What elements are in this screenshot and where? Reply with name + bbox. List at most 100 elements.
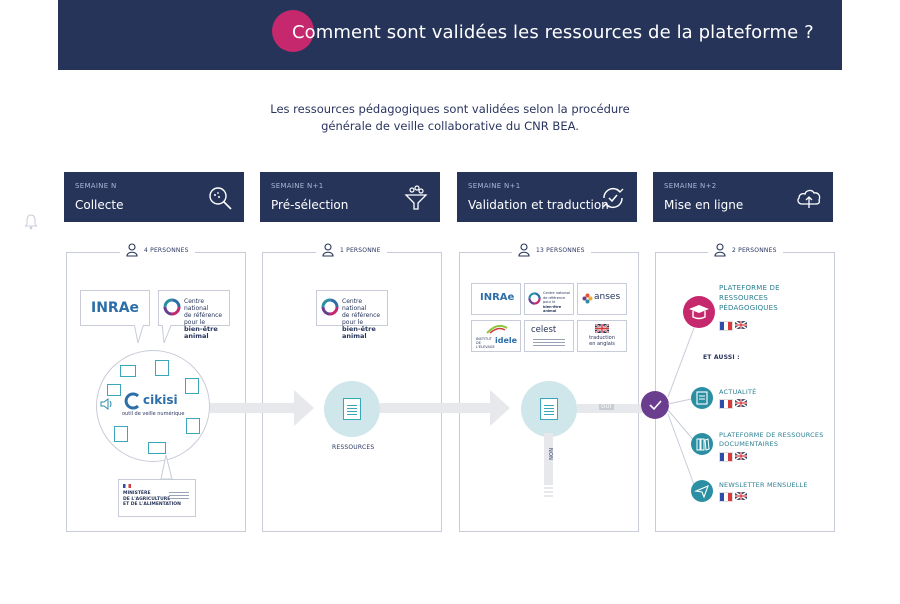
non-arrow <box>544 433 553 485</box>
validation-circle <box>521 381 577 437</box>
step-header-mise-en-ligne: SEMAINE N+2 Mise en ligne <box>653 172 833 222</box>
arrow-head <box>490 390 510 426</box>
funnel-icon <box>404 185 428 210</box>
books-icon <box>696 438 710 451</box>
text-lines <box>533 339 565 340</box>
refresh-check-icon <box>602 188 624 208</box>
anses-logo-mark <box>582 293 593 304</box>
french-flag-mark <box>123 484 131 488</box>
books-circle <box>691 433 713 455</box>
graduation-cap-icon <box>689 305 709 320</box>
cnr-line: bien-être animal <box>342 325 376 340</box>
ministere-line: DE L'AGRICULTURE <box>123 496 171 502</box>
cnr-line: Centre national <box>342 298 367 312</box>
intro-text: Les ressources pédagogiques sont validée… <box>250 101 650 135</box>
non-stripes <box>544 487 553 489</box>
speech-pointer <box>133 323 145 344</box>
anses-logo-card: anses <box>577 283 627 315</box>
platform-label: PLATEFORME DE RESSOURCES PÉDAGOGIQUES <box>719 283 780 313</box>
people-count: 1 PERSONNE <box>316 240 387 260</box>
cnr-line: Centre national <box>543 291 571 295</box>
document-icon <box>148 442 166 454</box>
uk-flag-icon <box>595 324 609 333</box>
platform-line: PÉDAGOGIQUES <box>719 304 778 312</box>
french-flag-icon <box>719 452 733 462</box>
document-icon <box>114 426 128 442</box>
cnr-bea-logo-card: Centre national de référence pour le bie… <box>316 290 388 340</box>
idele-logo-mark <box>486 324 508 334</box>
header-banner: Comment sont validées les ressources de … <box>58 0 842 70</box>
uk-flag-icon <box>735 492 747 500</box>
people-count-text: 13 PERSONNES <box>536 246 585 254</box>
bell-icon <box>24 214 38 230</box>
cnr-line: de référence pour le <box>184 312 223 326</box>
document-icon <box>186 418 200 434</box>
flow-arrow <box>210 403 296 413</box>
traduction-line: traduction <box>589 335 615 341</box>
check-icon <box>649 400 662 411</box>
oui-label: OUI <box>599 404 614 410</box>
person-icon <box>714 243 726 257</box>
check-circle <box>641 391 669 419</box>
cikisi-logo-mark <box>124 392 140 410</box>
step-label: Validation et traduction <box>468 198 609 212</box>
docs-label: PLATEFORME DE RESSOURCES DOCUMENTAIRES <box>719 431 824 449</box>
step-label: Pré-sélection <box>271 198 349 212</box>
docs-line: DOCUMENTAIRES <box>719 440 779 448</box>
idele-subtitle: INSTITUT DE L'ÉLEVAGE <box>476 337 495 349</box>
ministere-logo-card: MINISTÈRE DE L'AGRICULTURE ET DE L'ALIME… <box>118 479 196 517</box>
inrae-logo-card: INRAe <box>80 290 150 326</box>
cnr-line: Centre national <box>184 298 209 312</box>
document-icon <box>120 365 136 377</box>
people-count: 4 PERSONNES <box>120 240 195 260</box>
cikisi-logo: cikisi <box>143 393 178 407</box>
french-flag-icon <box>719 399 733 409</box>
newspaper-icon <box>696 391 708 405</box>
document-icon <box>107 384 121 396</box>
cnr-line: de référence pour le <box>342 312 381 326</box>
speaker-icon <box>100 398 112 410</box>
step-header-collecte: SEMAINE N Collecte <box>64 172 244 222</box>
newsletter-circle <box>691 480 713 502</box>
search-icon <box>209 187 232 210</box>
column-mise-en-ligne <box>655 252 835 532</box>
graduation-cap-circle <box>683 296 715 328</box>
people-count: 13 PERSONNES <box>512 240 591 260</box>
ressources-circle <box>324 381 380 437</box>
ministere-line: MINISTÈRE <box>123 491 151 496</box>
inrae-logo: INRAe <box>480 292 515 303</box>
text-lines <box>169 492 189 493</box>
person-icon <box>322 243 334 257</box>
docs-line: PLATEFORME DE RESSOURCES <box>719 431 824 439</box>
traduction-text: traduction en anglais <box>578 335 626 347</box>
french-flag-icon <box>719 321 733 331</box>
cnr-bea-logo-text: Centre national de référence pour le bie… <box>543 291 573 314</box>
person-icon <box>518 243 530 257</box>
ministere-logo-text: MINISTÈRE DE L'AGRICULTURE ET DE L'ALIME… <box>123 491 181 508</box>
people-count-text: 2 PERSONNES <box>732 246 777 254</box>
inrae-logo: INRAe <box>91 300 140 316</box>
speech-pointer <box>161 323 173 344</box>
paper-plane-icon <box>694 485 709 499</box>
news-circle <box>691 387 713 409</box>
inrae-logo-card: INRAe <box>471 283 521 315</box>
uk-flag-icon <box>735 321 747 329</box>
step-week: SEMAINE N <box>75 182 117 190</box>
celest-logo-card: celest <box>524 320 574 352</box>
cnr-line: bien-être animal <box>184 325 218 340</box>
speech-pointer <box>160 455 173 480</box>
cloud-upload-icon <box>797 189 821 208</box>
step-week: SEMAINE N+2 <box>664 182 717 190</box>
uk-flag-icon <box>735 399 747 407</box>
cnr-line: de référence pour le <box>543 295 566 305</box>
newsletter-label: NEWSLETTER MENSUELLE <box>719 481 808 489</box>
celest-logo: celest <box>531 325 557 335</box>
ressources-label: RESSOURCES <box>332 444 375 451</box>
idele-logo-card: INSTITUT DE L'ÉLEVAGE idele <box>471 320 521 352</box>
document-icon <box>185 378 199 394</box>
step-header-validation: SEMAINE N+1 Validation et traduction <box>457 172 637 222</box>
cnr-bea-logo-text: Centre national de référence pour le bie… <box>184 298 229 340</box>
page-title: Comment sont validées les ressources de … <box>292 22 814 43</box>
step-week: SEMAINE N+1 <box>468 182 521 190</box>
step-label: Mise en ligne <box>664 198 744 212</box>
